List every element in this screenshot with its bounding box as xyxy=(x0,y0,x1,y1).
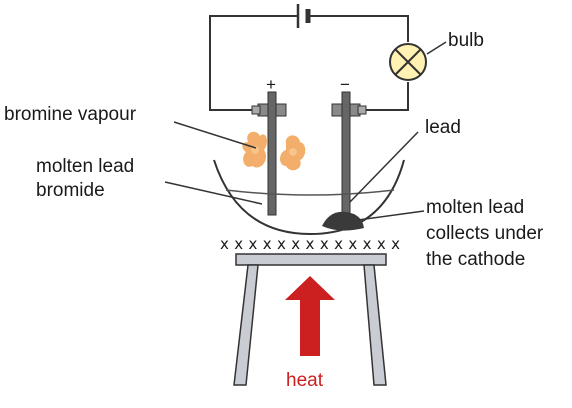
label-bromine-vapour: bromine vapour xyxy=(4,104,137,125)
molten-lead-blob xyxy=(322,211,364,231)
tripod-stand xyxy=(233,253,387,386)
leader-bromine xyxy=(173,121,257,149)
bromine-vapour-cloud xyxy=(242,131,306,171)
wire-bulb-to-cathode xyxy=(346,82,409,111)
svg-text:the cathode: the cathode xyxy=(426,249,525,270)
label-molten-lead-bromide: molten lead bromide xyxy=(36,156,134,201)
heat-arrow xyxy=(285,276,335,356)
leader-molten-lead-bromide xyxy=(164,181,263,205)
crucible-bowl xyxy=(213,159,405,236)
battery-cell xyxy=(296,4,311,28)
label-heat: heat xyxy=(286,370,324,391)
wire-gauze: x x x x x x x x x x x x x xyxy=(220,235,400,253)
svg-text:molten lead: molten lead xyxy=(426,197,524,218)
label-molten-lead-collects: molten lead collects under the cathode xyxy=(426,197,544,270)
molten-lead-bromide-surface xyxy=(225,189,395,196)
leader-lead xyxy=(349,131,419,203)
cathode-sign: − xyxy=(340,75,350,94)
label-bulb: bulb xyxy=(448,30,484,51)
wire-left xyxy=(209,15,297,111)
svg-text:bromide: bromide xyxy=(36,180,105,201)
leader-lines xyxy=(164,41,447,221)
bulb-icon xyxy=(389,43,427,81)
label-lead: lead xyxy=(425,117,461,138)
wire-right xyxy=(310,15,409,42)
leader-bulb xyxy=(426,41,447,55)
cathode-electrode xyxy=(341,91,351,216)
svg-text:collects under: collects under xyxy=(426,223,544,244)
svg-text:molten lead: molten lead xyxy=(36,156,134,177)
circuit-wires xyxy=(209,15,409,111)
anode-sign: + xyxy=(266,75,276,94)
leader-molten-lead xyxy=(357,210,425,221)
anode-electrode xyxy=(267,91,277,216)
